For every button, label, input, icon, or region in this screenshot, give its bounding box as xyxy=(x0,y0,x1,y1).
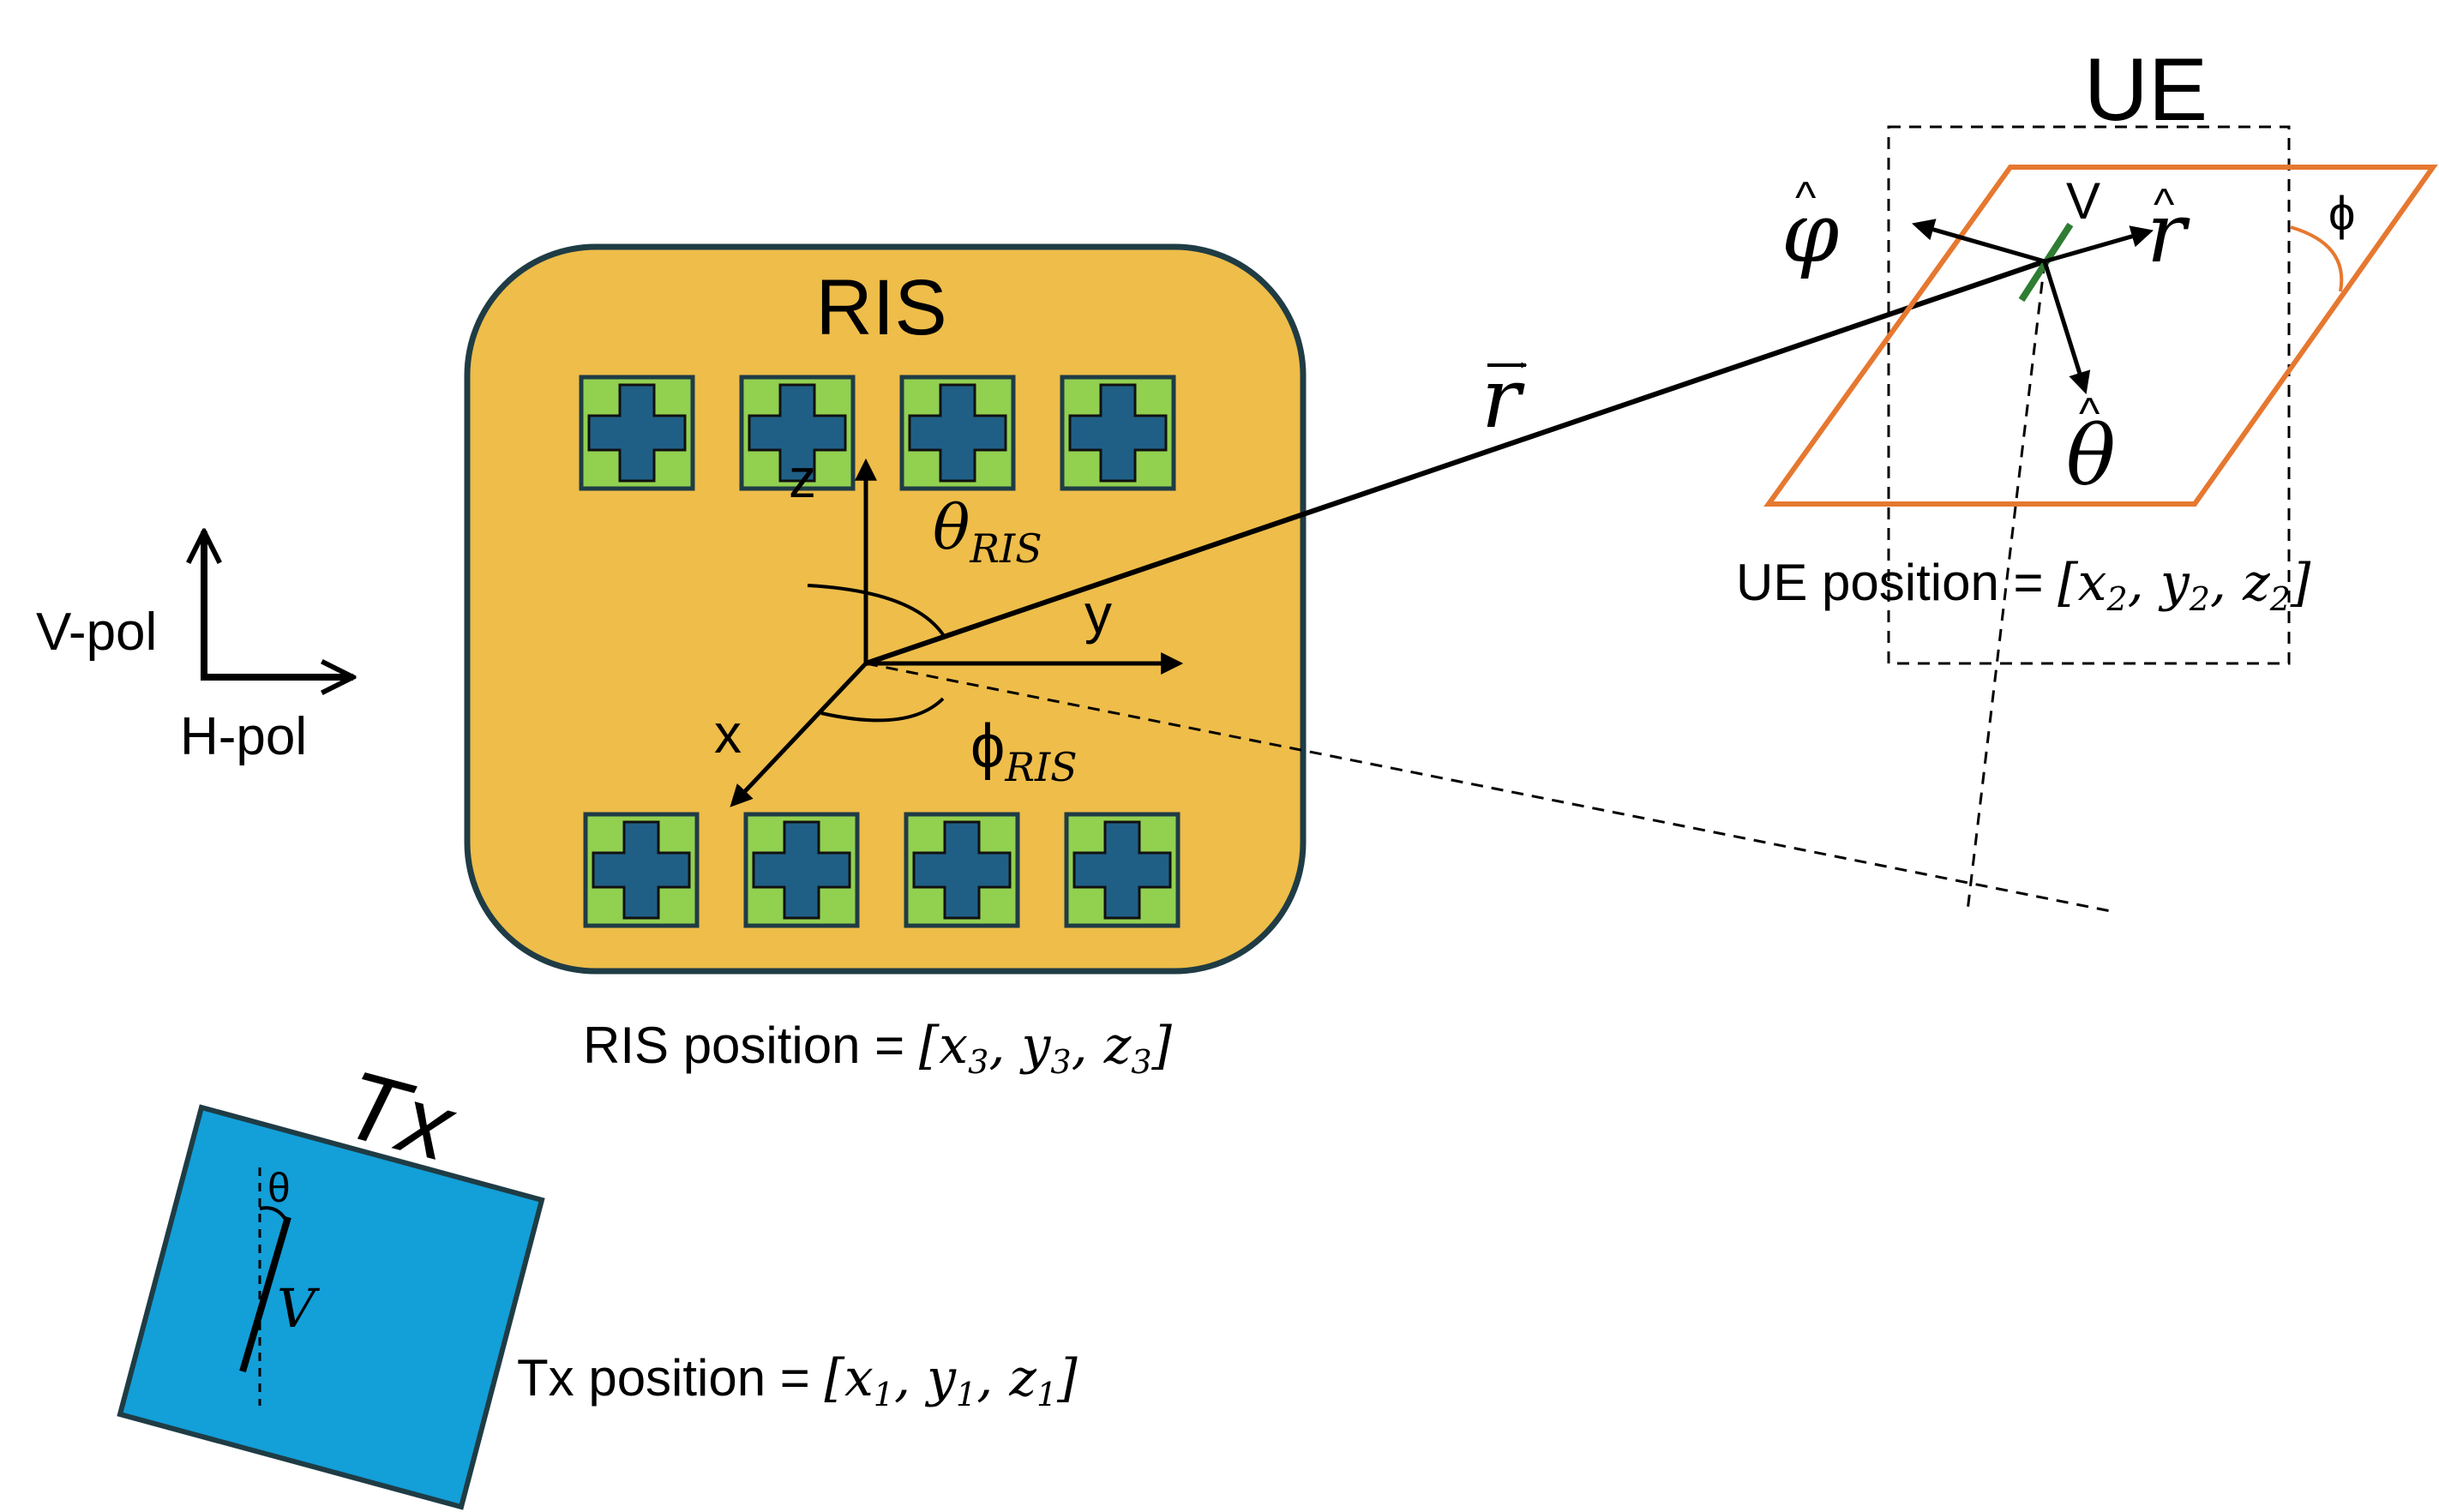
plus-icon xyxy=(748,383,847,483)
h-pol-label: H-pol xyxy=(180,707,307,766)
ris-element xyxy=(579,375,695,491)
ue-position-text: UE position = [x2, y2, z2] xyxy=(1736,553,2311,618)
ris-element xyxy=(1064,812,1180,928)
svg-text:θ: θ xyxy=(2066,408,2116,504)
ris-element xyxy=(739,375,856,491)
ue-phi-label: ϕ xyxy=(2328,186,2355,240)
ue-plane xyxy=(1763,165,2438,507)
ris-position-text: RIS position = [x3, y3, z3] xyxy=(583,1016,1173,1081)
tx-v-label: V xyxy=(277,1277,321,1340)
tx-theta-label: θ xyxy=(267,1166,291,1211)
r-vector-label: r xyxy=(1481,351,1528,447)
r-vector-line xyxy=(865,259,2046,666)
plus-icon xyxy=(912,820,1012,920)
r-hat-arrow xyxy=(2044,225,2154,264)
svg-text:^: ^ xyxy=(1795,173,1817,223)
ris-panel: RIS z y x θRIS ϕRIS xyxy=(464,243,1307,975)
tx-panel xyxy=(117,1104,545,1510)
ris-z-label: z xyxy=(789,447,816,509)
ris-y-label: y xyxy=(1084,583,1112,645)
phi-hat-label: φ ^ xyxy=(1781,173,1839,281)
ris-elements-top xyxy=(579,375,1176,491)
polarization-legend: V-pol H-pol xyxy=(36,531,353,766)
phi-ris-label: ϕRIS xyxy=(970,712,1078,790)
tx-antenna-element xyxy=(239,1215,291,1373)
ris-element xyxy=(583,812,700,928)
svg-text:r: r xyxy=(2147,185,2190,281)
plus-icon xyxy=(752,820,851,920)
tx-group: Tx θ V xyxy=(117,1050,545,1510)
ue-title: UE xyxy=(2084,40,2208,140)
theta-ris-arc xyxy=(807,584,947,640)
ris-elements-bottom xyxy=(583,812,1180,928)
plus-icon xyxy=(587,383,687,483)
ue-dashed-box xyxy=(1887,125,2291,665)
ris-element xyxy=(1060,375,1176,491)
ris-title: RIS xyxy=(815,264,946,351)
plus-icon xyxy=(908,383,1007,483)
tx-theta-arc xyxy=(259,1206,290,1225)
tx-position-text: Tx position = [x1, y1, z1] xyxy=(517,1348,1078,1413)
ris-x-label: x xyxy=(714,703,742,765)
plus-icon xyxy=(592,820,691,920)
ue-v-label: V xyxy=(2066,172,2100,230)
ue-phi-arc xyxy=(2290,225,2344,292)
theta-ris-label: θRIS xyxy=(933,491,1042,572)
theta-hat-label: θ ^ xyxy=(2066,389,2116,504)
v-pol-label: V-pol xyxy=(36,603,157,662)
ris-element xyxy=(904,812,1020,928)
plus-icon xyxy=(1068,383,1168,483)
svg-text:^: ^ xyxy=(2079,389,2100,439)
ris-projection-dashed xyxy=(865,662,2112,913)
phi-hat-arrow xyxy=(1912,219,2046,264)
plus-icon xyxy=(1072,820,1172,920)
ue-group: UE ϕ V φ ^ r ^ θ ^ UE position = [x2, y2… xyxy=(1736,40,2438,912)
ue-vertical-dashed xyxy=(1966,261,2046,912)
theta-hat-arrow xyxy=(2042,261,2091,394)
ris-element xyxy=(743,812,860,928)
ris-element xyxy=(899,375,1016,491)
svg-text:^: ^ xyxy=(2154,180,2175,230)
phi-ris-arc xyxy=(820,697,945,723)
svg-text:φ: φ xyxy=(1781,185,1839,281)
ris-x-axis xyxy=(730,662,868,807)
r-hat-label: r ^ xyxy=(2147,180,2190,281)
